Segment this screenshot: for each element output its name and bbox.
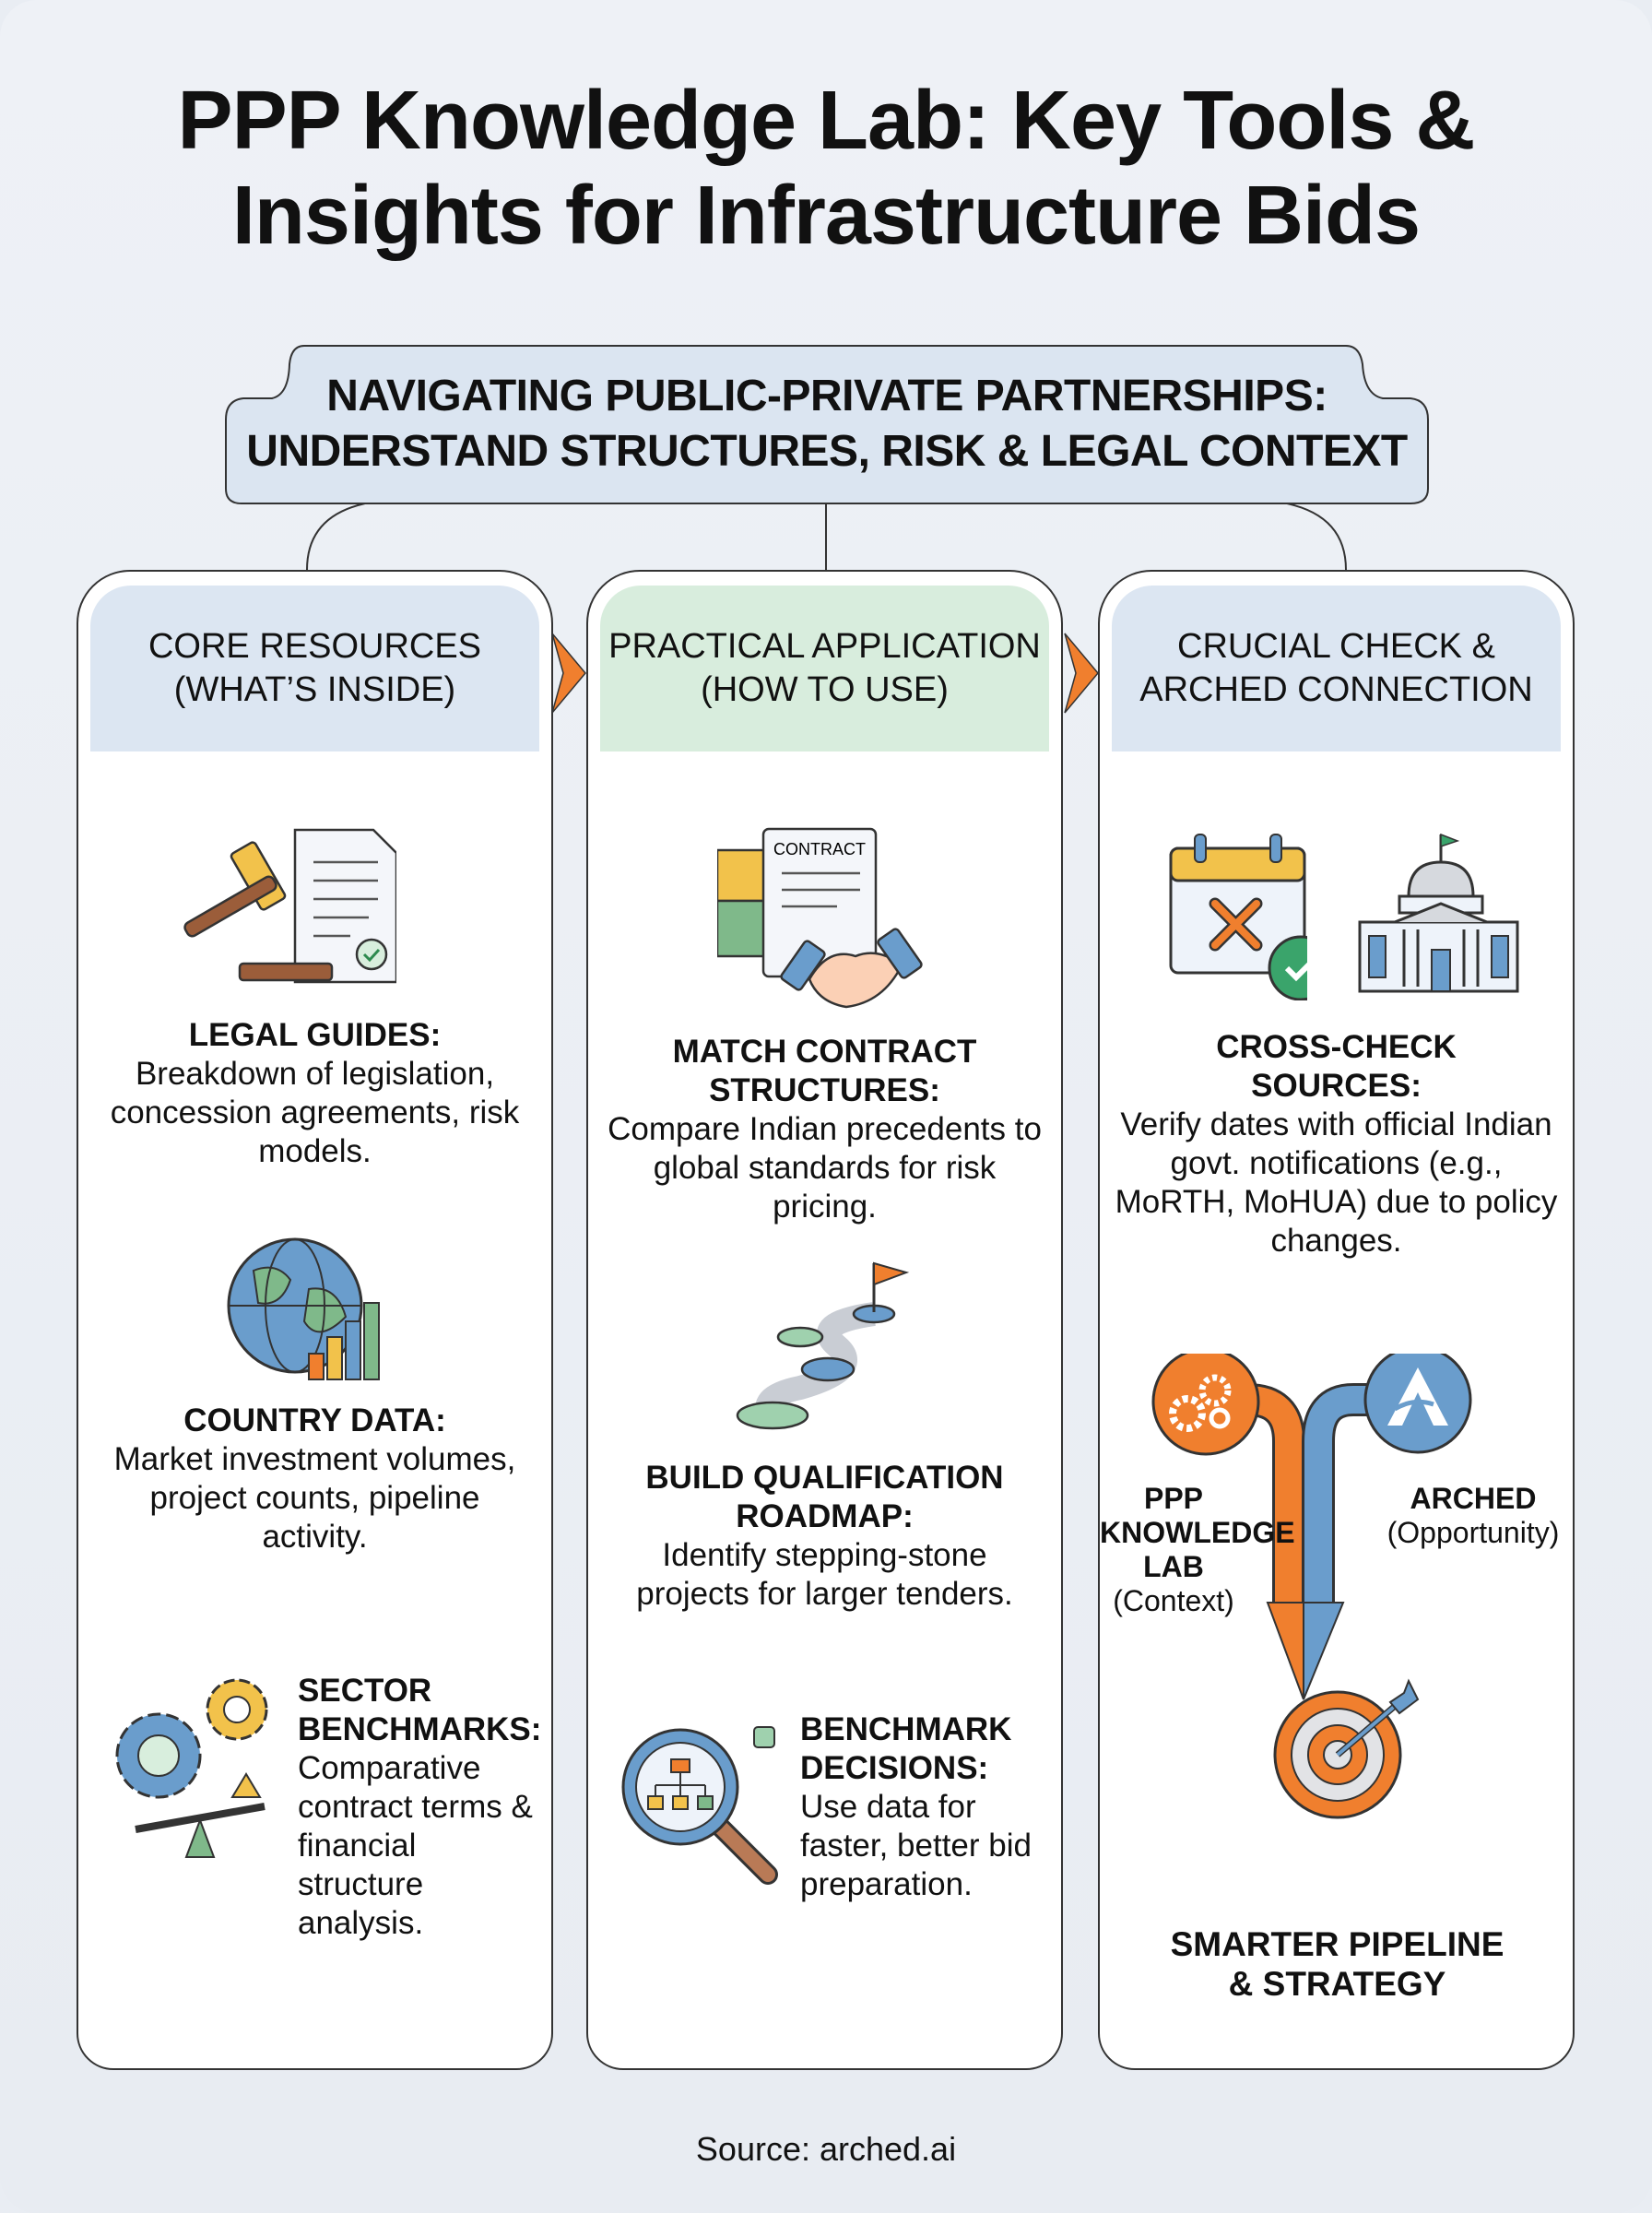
column-header: CORE RESOURCES (WHAT’S INSIDE) bbox=[90, 586, 539, 751]
benchmark-decisions-item: BENCHMARK DECISIONS: Use data for faster… bbox=[800, 1710, 1052, 1904]
match-contract-structures-item: MATCH CONTRACT STRUCTURES: Compare India… bbox=[607, 1033, 1043, 1226]
country-data-item: COUNTRY DATA: Market investment volumes,… bbox=[97, 1402, 533, 1556]
item-title: COUNTRY DATA: bbox=[183, 1402, 446, 1438]
column-crucial-check: CRUCIAL CHECK & ARCHED CONNECTION CROSS-C… bbox=[1098, 570, 1575, 2070]
title-line-2: Insights for Infrastructure Bids bbox=[231, 170, 1421, 262]
cross-check-sources-item: CROSS-CHECK SOURCES: Verify dates with o… bbox=[1109, 1028, 1564, 1260]
banner-heading: NAVIGATING PUBLIC-PRIVATE PARTNERSHIPS: … bbox=[226, 369, 1428, 479]
banner-shape bbox=[225, 345, 1429, 571]
flow-left-subtitle: (Context) bbox=[1113, 1584, 1234, 1617]
gavel-document-icon bbox=[183, 828, 396, 984]
globe-chart-icon bbox=[227, 1237, 380, 1380]
sector-benchmarks-item: SECTOR BENCHMARKS: Comparative contract … bbox=[298, 1672, 542, 1943]
column-core-resources: CORE RESOURCES (WHAT’S INSIDE) LEGAL GUID… bbox=[77, 570, 553, 2070]
arched-label: ARCHED (Opportunity) bbox=[1381, 1482, 1565, 1550]
government-building-icon bbox=[1358, 833, 1519, 993]
contract-puzzle-handshake-icon: CONTRACT bbox=[717, 827, 923, 1009]
banner-line-2: UNDERSTAND STRUCTURES, RISK & LEGAL CONT… bbox=[246, 427, 1408, 476]
item-body: Use data for faster, better bid preparat… bbox=[800, 1789, 1032, 1902]
item-body: Identify stepping-stone projects for lar… bbox=[636, 1537, 1013, 1612]
magnifier-org-chart-icon bbox=[621, 1726, 778, 1885]
item-body: Compare Indian precedents to global stan… bbox=[608, 1111, 1042, 1225]
convergence-flow-diagram bbox=[1151, 1354, 1472, 1819]
smarter-pipeline-label: SMARTER PIPELINE & STRATEGY bbox=[1164, 1924, 1510, 2004]
item-title: CROSS-CHECK SOURCES: bbox=[1216, 1029, 1457, 1104]
page-title: PPP Knowledge Lab: Key Tools & Insights … bbox=[0, 74, 1652, 264]
item-body: Comparative contract terms & financial s… bbox=[298, 1750, 533, 1941]
column-header-line-2: (HOW TO USE) bbox=[701, 670, 949, 709]
chevron-right-icon bbox=[551, 633, 586, 714]
column-header-line-1: PRACTICAL APPLICATION bbox=[608, 627, 1041, 666]
gears-scale-icon bbox=[115, 1678, 268, 1858]
build-qualification-roadmap-item: BUILD QUALIFICATION ROADMAP: Identify st… bbox=[607, 1459, 1043, 1614]
target-icon bbox=[1273, 1678, 1420, 1819]
calendar-icon bbox=[1169, 834, 1307, 1000]
blue-flow-arrow bbox=[1304, 1386, 1376, 1612]
ppp-gears-icon bbox=[1151, 1354, 1260, 1456]
item-title: MATCH CONTRACT STRUCTURES: bbox=[672, 1034, 977, 1108]
item-body: Breakdown of legislation, concession agr… bbox=[110, 1056, 520, 1169]
column-header-line-2: ARCHED CONNECTION bbox=[1139, 670, 1533, 709]
column-practical-application: PRACTICAL APPLICATION (HOW TO USE) CONTRA… bbox=[586, 570, 1063, 2070]
column-header-line-2: (WHAT’S INSIDE) bbox=[173, 670, 456, 709]
legal-guides-item: LEGAL GUIDES: Breakdown of legislation, … bbox=[97, 1016, 533, 1171]
item-body: Verify dates with official Indian govt. … bbox=[1115, 1106, 1558, 1259]
roadmap-flag-icon bbox=[736, 1261, 910, 1430]
chevron-right-icon bbox=[1064, 633, 1099, 714]
flow-right-title: ARCHED bbox=[1410, 1482, 1537, 1515]
source-credit: Source: arched.ai bbox=[695, 2130, 957, 2168]
banner-line-1: NAVIGATING PUBLIC-PRIVATE PARTNERSHIPS: bbox=[326, 372, 1328, 420]
item-title: LEGAL GUIDES: bbox=[188, 1017, 442, 1053]
column-header: PRACTICAL APPLICATION (HOW TO USE) bbox=[600, 586, 1049, 751]
flow-result: SMARTER PIPELINE & STRATEGY bbox=[1170, 1925, 1504, 2003]
title-line-1: PPP Knowledge Lab: Key Tools & bbox=[177, 75, 1476, 167]
contract-label: CONTRACT bbox=[773, 840, 866, 858]
ppp-knowledge-lab-label: PPP KNOWLEDGE LAB (Context) bbox=[1100, 1482, 1295, 1618]
item-body: Market investment volumes, project count… bbox=[113, 1441, 516, 1555]
column-header-line-1: CRUCIAL CHECK & bbox=[1177, 627, 1495, 666]
flow-right-subtitle: (Opportunity) bbox=[1386, 1516, 1560, 1549]
column-header-line-1: CORE RESOURCES bbox=[148, 627, 482, 666]
arched-logo-icon bbox=[1363, 1354, 1472, 1454]
item-title: BENCHMARK DECISIONS: bbox=[800, 1711, 1012, 1786]
column-header: CRUCIAL CHECK & ARCHED CONNECTION bbox=[1112, 586, 1561, 751]
flow-left-title: PPP KNOWLEDGE LAB bbox=[1100, 1482, 1295, 1583]
item-title: SECTOR BENCHMARKS: bbox=[298, 1673, 542, 1747]
item-title: BUILD QUALIFICATION ROADMAP: bbox=[645, 1460, 1004, 1534]
